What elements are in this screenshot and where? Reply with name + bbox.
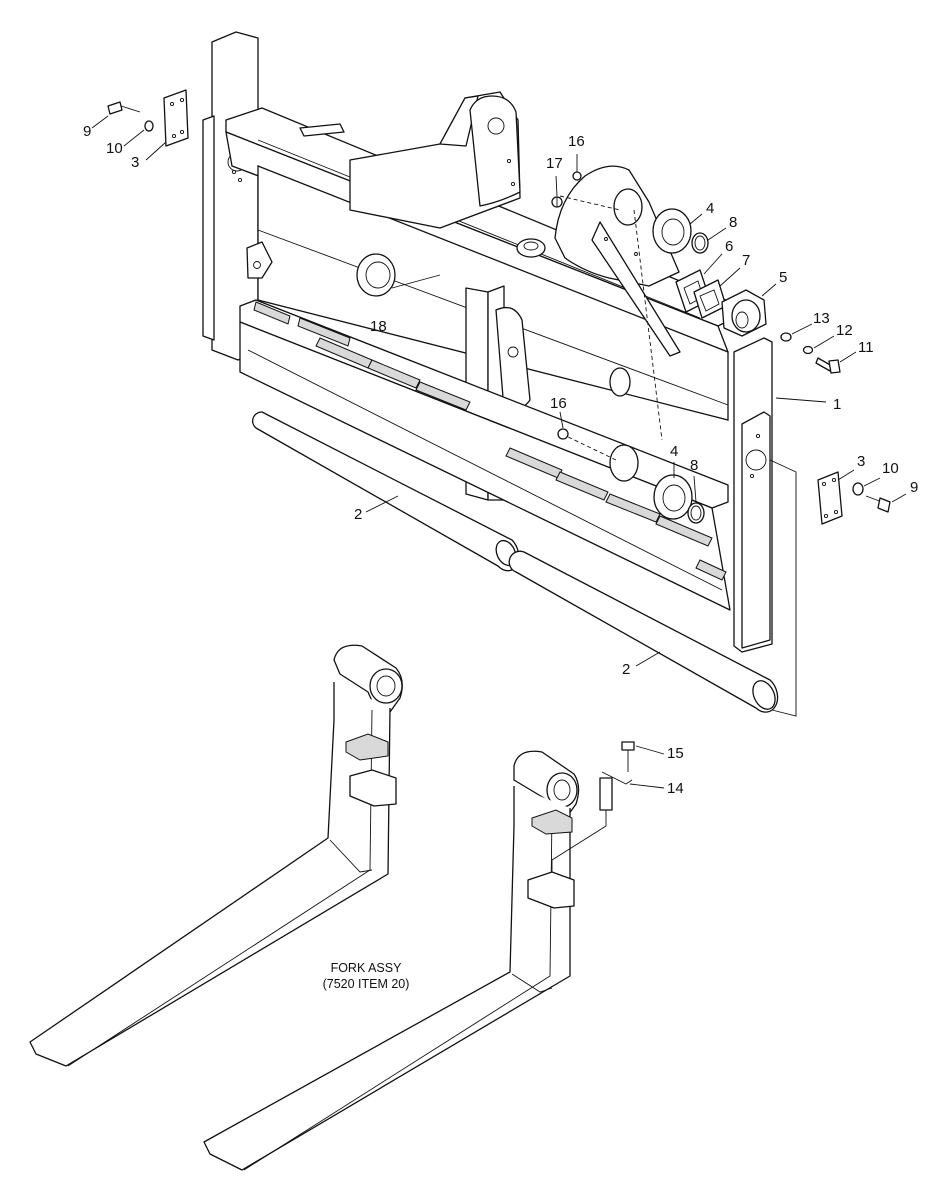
callout-c-16b: 16	[550, 395, 567, 412]
callout-c-4b: 4	[670, 443, 678, 460]
bolt-item-16-upper	[572, 171, 582, 181]
callout-c-3b: 3	[857, 453, 865, 470]
callout-c-9a: 9	[83, 123, 91, 140]
callout-c-14: 14	[667, 780, 684, 797]
side-roller-item-5	[721, 289, 767, 337]
callout-c-12: 12	[836, 322, 853, 339]
fork-assy-note: FORK ASSY (7520 ITEM 20)	[323, 961, 410, 991]
callout-c-15: 15	[667, 745, 684, 762]
callout-c-3a: 3	[131, 154, 139, 171]
callout-c-17: 17	[546, 155, 563, 172]
callout-c-7: 7	[742, 252, 750, 269]
washer-item-13	[780, 332, 792, 342]
fork-left	[29, 644, 403, 1067]
lock-pin-item-14	[551, 771, 633, 872]
callout-c-5: 5	[779, 269, 787, 286]
callout-c-10a: 10	[106, 140, 123, 157]
leader-lines	[91, 115, 907, 789]
fork-notches-right	[505, 447, 727, 581]
end-plate-item-3-left	[163, 89, 189, 147]
bearing-item-18	[356, 253, 441, 297]
fork-notches-left	[253, 301, 471, 411]
carriage-frame	[202, 31, 773, 653]
callout-c-16a: 16	[568, 133, 585, 150]
callout-c-10b: 10	[882, 460, 899, 477]
o-ring-item-8-upper	[691, 232, 709, 254]
note-line-2: (7520 ITEM 20)	[323, 977, 410, 991]
callout-c-6: 6	[725, 238, 733, 255]
note-line-1: FORK ASSY	[331, 961, 403, 975]
bearing-item-4-lower	[653, 474, 693, 520]
bolt-item-11	[815, 357, 841, 374]
washer-item-12	[802, 345, 814, 355]
shaft-item-2-lower	[508, 550, 779, 713]
o-ring-item-8-lower	[687, 502, 705, 524]
end-plate-item-3-right	[817, 471, 843, 525]
callout-c-8a: 8	[729, 214, 737, 231]
callout-c-2b: 2	[622, 661, 630, 678]
callout-c-1: 1	[833, 396, 841, 413]
bolt-item-9-right	[865, 495, 891, 513]
callout-c-8b: 8	[690, 457, 698, 474]
callout-c-13: 13	[813, 310, 830, 327]
bolt-item-16-lower	[557, 428, 569, 440]
washer-item-10-left	[144, 120, 154, 132]
callout-c-2a: 2	[354, 506, 362, 523]
callout-c-11: 11	[858, 339, 874, 356]
callout-c-9b: 9	[910, 479, 918, 496]
fork-right	[203, 750, 580, 1171]
bearing-item-4-upper	[652, 208, 692, 254]
callout-c-18: 18	[370, 318, 387, 335]
bolt-item-17	[551, 196, 563, 208]
bolt-item-9-left	[107, 101, 141, 115]
callout-c-4a: 4	[706, 200, 714, 217]
screw-item-15	[621, 741, 635, 772]
washer-item-10-right	[852, 482, 864, 496]
